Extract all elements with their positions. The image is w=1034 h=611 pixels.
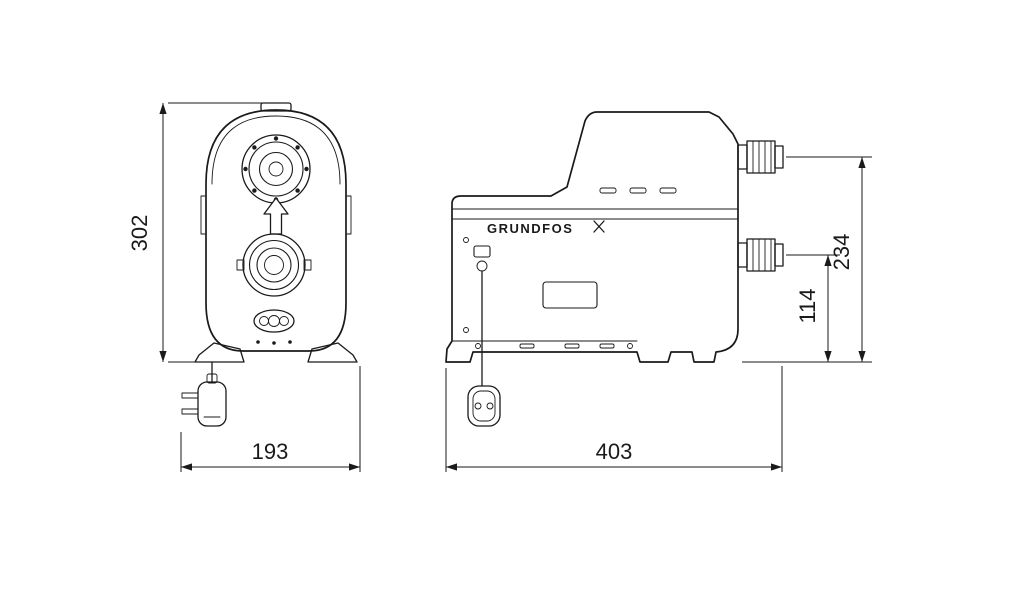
base-screw — [475, 343, 481, 349]
top-port-bore — [258, 151, 294, 187]
arrowhead-icon — [824, 351, 832, 362]
cable-gland — [473, 245, 491, 258]
side-power-plug — [467, 245, 501, 427]
dimension-label-length: 403 — [596, 439, 633, 464]
front-left-foot — [194, 342, 245, 363]
arrowhead-icon — [771, 463, 782, 471]
arrowhead-icon — [159, 351, 167, 362]
brand-text: GRUNDFOS — [487, 221, 573, 236]
plug-strain-relief — [206, 373, 218, 384]
top-port-flange — [737, 144, 748, 170]
front-right-foot — [307, 342, 358, 363]
arrowhead-icon — [349, 463, 360, 471]
nameplate — [542, 281, 598, 309]
vent-slot — [599, 187, 617, 194]
arrowhead-icon — [159, 103, 167, 114]
plug-body — [197, 381, 227, 427]
flow-direction-arrow-icon — [263, 197, 289, 235]
dimension-label-port-lower: 114 — [795, 288, 820, 323]
drain-hole — [256, 340, 260, 344]
plug-pin-hole — [486, 402, 494, 410]
dimension-height-302: 302 — [127, 102, 262, 363]
top-threaded-port — [737, 140, 784, 174]
dimension-label-height: 302 — [127, 215, 152, 252]
base-screw — [627, 343, 633, 349]
top-port-flange — [241, 134, 311, 204]
dimension-port-height-234: 234 — [742, 156, 872, 363]
drain-hole — [272, 341, 276, 345]
front-left-ear — [200, 195, 207, 235]
lower-port-end — [774, 243, 784, 267]
arrowhead-icon — [858, 157, 866, 168]
arrowhead-icon — [858, 351, 866, 362]
dimension-length-403: 403 — [445, 366, 783, 472]
top-port-end — [774, 145, 784, 169]
front-body-outline — [205, 109, 347, 352]
grundfos-logo-mark-icon — [593, 220, 605, 233]
housing-screw — [463, 237, 469, 243]
lower-port-flange — [737, 242, 748, 268]
middle-port-cap — [264, 255, 284, 275]
middle-port-ring — [248, 239, 300, 291]
dimension-width-193: 193 — [180, 366, 361, 472]
base-slot — [519, 343, 535, 349]
middle-port-flange — [242, 233, 306, 297]
front-top-cap — [260, 102, 292, 112]
badge-detail-right — [279, 316, 289, 326]
top-port-ring — [248, 141, 304, 197]
front-badge — [253, 309, 295, 333]
cable-strain-ball — [476, 260, 488, 272]
vent-slot — [659, 187, 677, 194]
badge-outline — [253, 309, 295, 333]
badge-detail-left — [259, 316, 269, 326]
drain-hole — [288, 340, 292, 344]
plug-pin-bottom — [181, 408, 199, 415]
dimension-label-port-total: 234 — [829, 234, 854, 271]
side-view: GRUNDFOS — [445, 111, 784, 427]
lower-threaded-port — [737, 238, 784, 272]
middle-port-bore — [256, 247, 292, 283]
front-body-inner-contour — [211, 115, 341, 185]
front-power-plug — [181, 361, 227, 427]
front-top-port — [241, 134, 311, 204]
base-slot — [564, 343, 580, 349]
dimension-label-width: 193 — [252, 439, 289, 464]
plug-body — [467, 385, 501, 427]
plug-pin-top — [181, 392, 199, 399]
housing-screw — [463, 327, 469, 333]
middle-port-tab-right — [303, 259, 312, 271]
dimension-port-height-114: 114 — [786, 254, 840, 362]
side-body-outline — [445, 111, 739, 363]
middle-port-tab-left — [236, 259, 245, 271]
plug-face — [472, 390, 496, 422]
plug-pin-hole — [474, 402, 482, 410]
arrowhead-icon — [824, 255, 832, 266]
base-slot — [599, 343, 615, 349]
top-port-cap — [268, 161, 284, 177]
front-view — [181, 102, 358, 427]
front-middle-port — [236, 233, 312, 297]
arrowhead-icon — [446, 463, 457, 471]
badge-detail-center — [268, 315, 280, 327]
front-right-ear — [345, 195, 352, 235]
vent-slot — [629, 187, 647, 194]
arrowhead-icon — [181, 463, 192, 471]
